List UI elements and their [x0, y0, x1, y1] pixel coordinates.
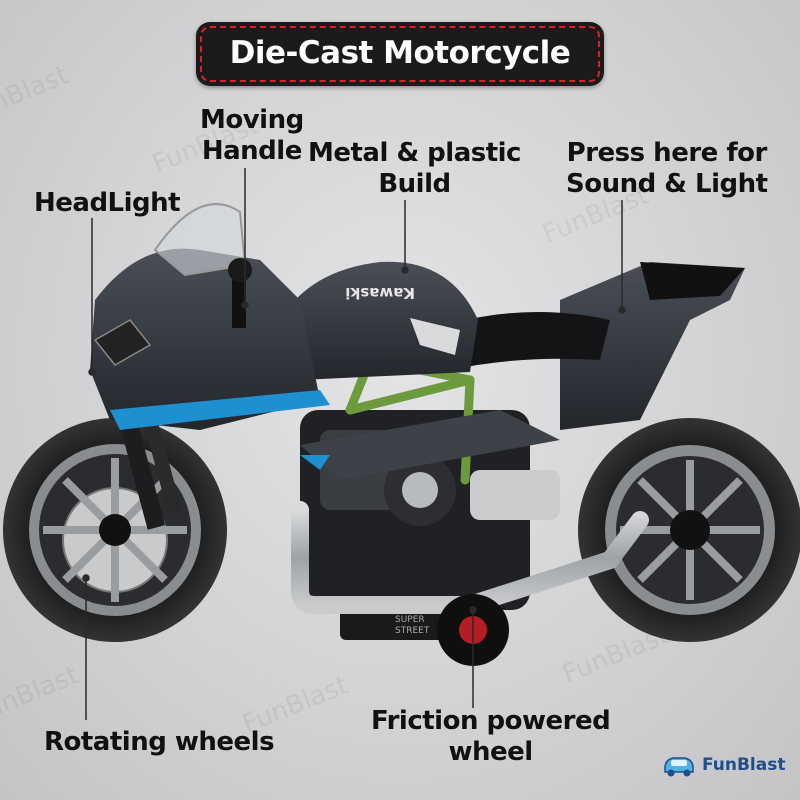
label-rotating-wheels: Rotating wheels [44, 727, 275, 757]
exhaust-text: STREET [395, 626, 430, 636]
label-moving-handle: Moving Handle [200, 105, 304, 166]
tank-brand: Kawaski [345, 284, 415, 302]
front-fairing [90, 248, 320, 430]
tail-section [560, 262, 745, 430]
label-press-here: Press here for Sound & Light [566, 138, 768, 199]
windscreen [153, 203, 247, 277]
pointer-lines [82, 168, 626, 720]
exhaust-pipe [291, 501, 649, 614]
title-banner: Die-Cast Motorcycle [196, 22, 604, 86]
label-friction-wheel: Friction powered wheel [371, 706, 611, 767]
rear-wheel [578, 418, 800, 642]
handlebar [228, 258, 252, 328]
side-panel [300, 410, 560, 480]
headlight [93, 319, 152, 366]
label-metal-plastic: Metal & plastic Build [308, 138, 521, 199]
brand-logo: FunBlast [702, 755, 786, 775]
fairing-accent [110, 390, 330, 430]
page-title: Die-Cast Motorcycle [229, 35, 571, 71]
tank-stripe [410, 318, 460, 355]
tail-light [640, 262, 745, 300]
exhaust-text: SUPER [395, 615, 425, 625]
label-headlight: HeadLight [34, 188, 181, 218]
front-wheel [3, 418, 227, 642]
fuel-tank [280, 261, 478, 380]
car-icon [664, 757, 694, 777]
